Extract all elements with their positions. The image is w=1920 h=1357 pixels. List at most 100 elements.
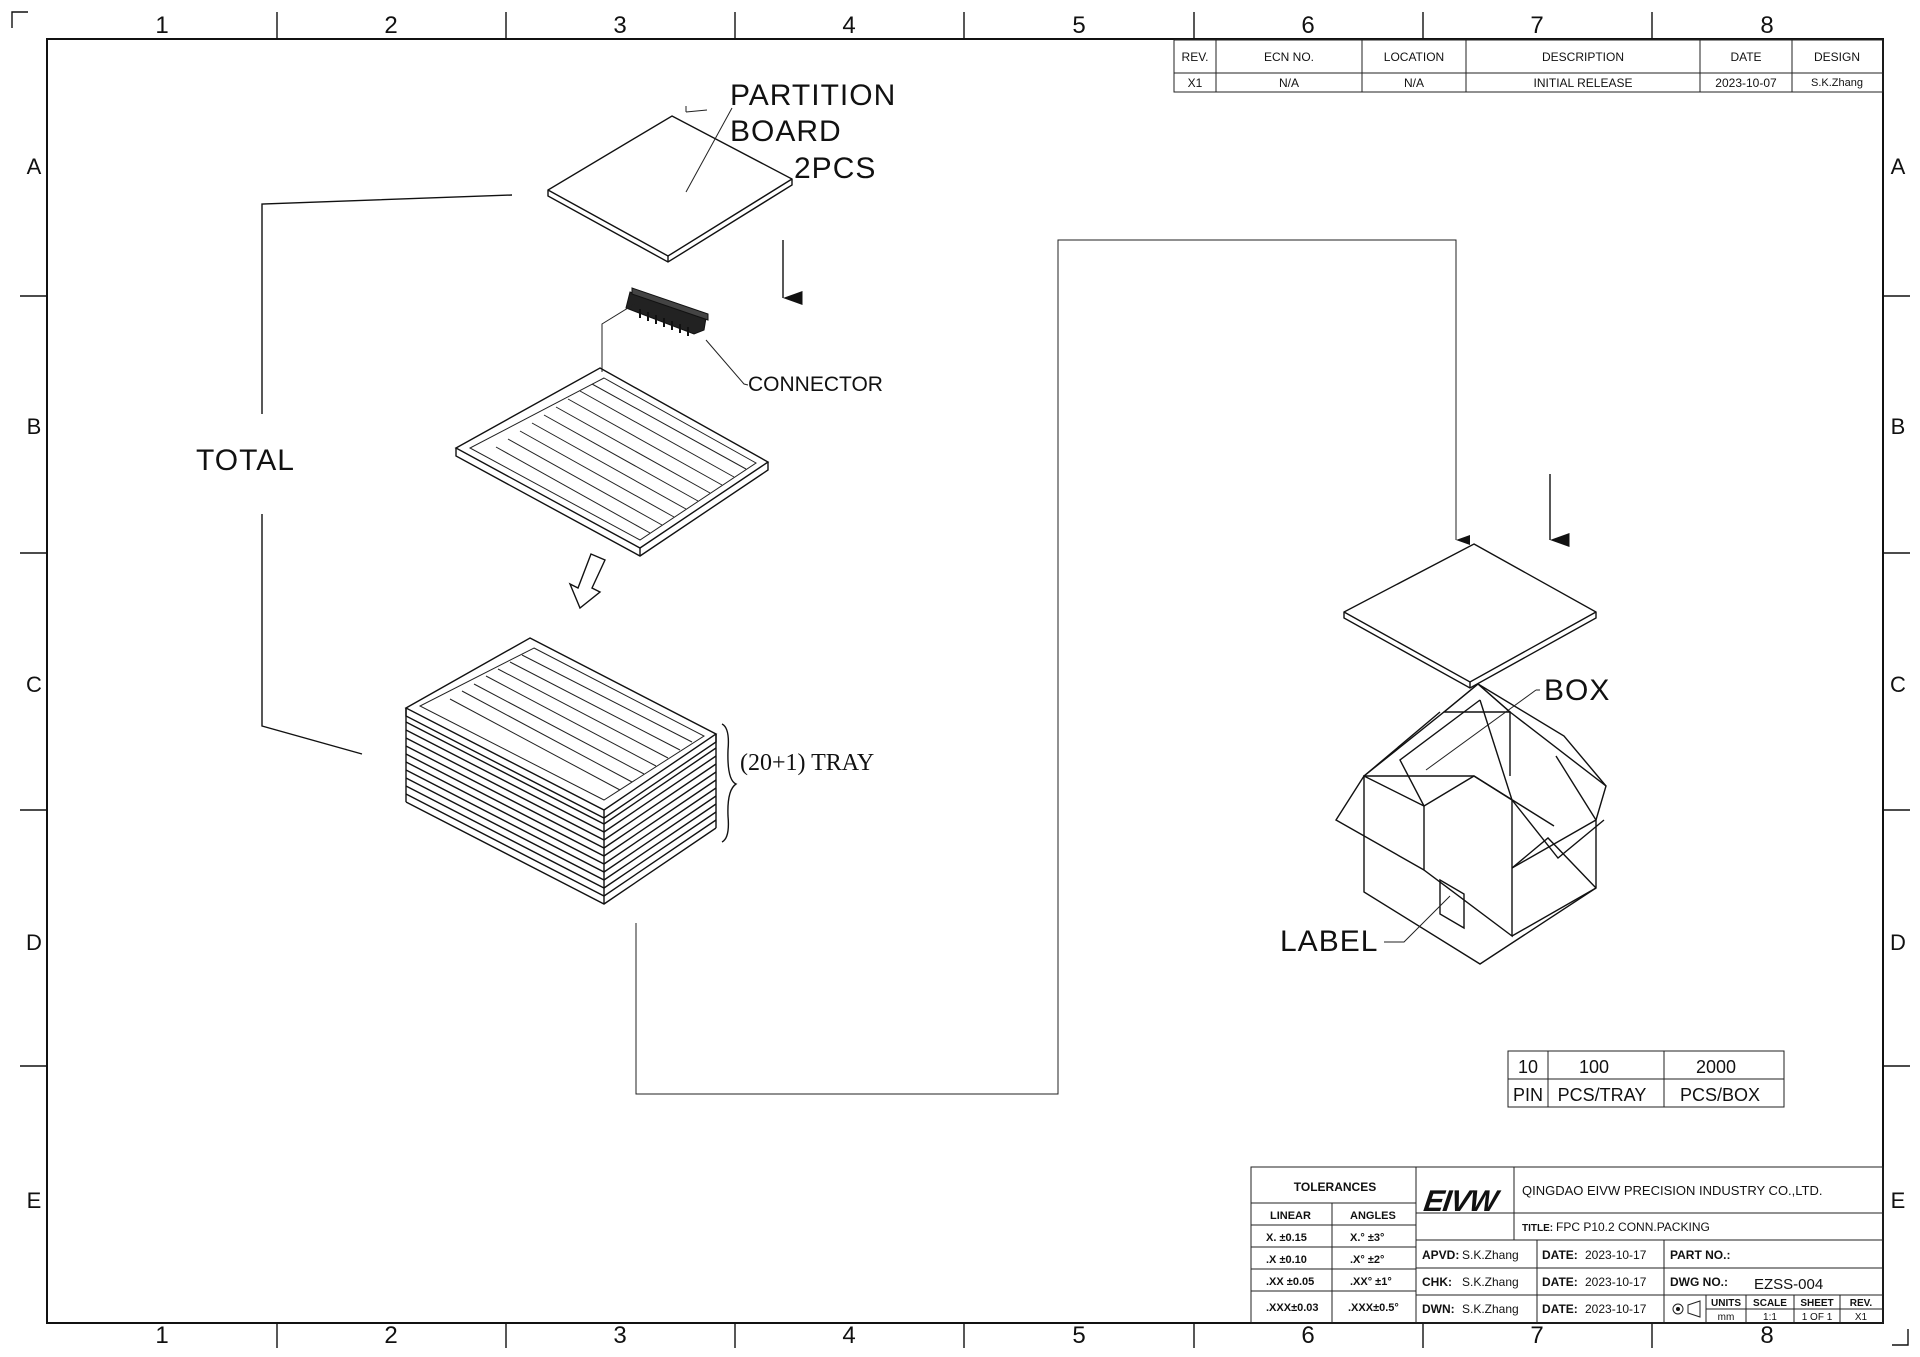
chk-value: S.K.Zhang xyxy=(1462,1275,1519,1289)
dwg-no-label: DWG NO.: xyxy=(1670,1275,1728,1289)
angle-tol-1: X.° ±3° xyxy=(1350,1232,1384,1244)
shipping-box xyxy=(1335,683,1607,965)
row-label-right-A: A xyxy=(1891,154,1906,179)
col-label-top-3: 3 xyxy=(613,12,626,39)
date-label-apvd: DATE: xyxy=(1542,1248,1578,1262)
rev-cell-description: INITIAL RELEASE xyxy=(1534,76,1633,90)
dwn-value: S.K.Zhang xyxy=(1462,1302,1519,1316)
partition-leader xyxy=(685,107,733,193)
qty-unit-pin: PIN xyxy=(1513,1085,1543,1105)
qty-value-tray: 100 xyxy=(1579,1057,1609,1077)
single-tray xyxy=(454,367,770,557)
col-label-top-5: 5 xyxy=(1072,12,1085,39)
drawing-frame xyxy=(46,38,1884,1324)
projection-symbol-icon xyxy=(1672,1300,1701,1318)
rev-header-description: DESCRIPTION xyxy=(1542,50,1624,64)
col-label-bottom-5: 5 xyxy=(1072,1322,1085,1349)
dwn-label: DWN: xyxy=(1422,1302,1455,1316)
units-value: mm xyxy=(1718,1312,1735,1323)
partition-label-line1: PARTITION xyxy=(730,79,896,112)
flow-line xyxy=(635,239,1470,1095)
col-label-bottom-2: 2 xyxy=(384,1322,397,1349)
col-label-bottom-6: 6 xyxy=(1301,1322,1314,1349)
title-block xyxy=(1250,1166,1884,1324)
date-label-dwn: DATE: xyxy=(1542,1302,1578,1316)
tolerances-title: TOLERANCES xyxy=(1294,1180,1376,1194)
row-label-left-E: E xyxy=(27,1188,42,1213)
row-label-left-B: B xyxy=(27,414,42,439)
title-value: FPC P10.2 CONN.PACKING xyxy=(1556,1220,1710,1234)
connector-leader xyxy=(705,339,749,386)
total-bracket-top xyxy=(261,194,513,414)
linear-tol-1: X. ±0.15 xyxy=(1266,1232,1307,1244)
col-label-top-8: 8 xyxy=(1760,12,1773,39)
connector-link-line xyxy=(601,302,637,372)
sheet-label: SHEET xyxy=(1800,1298,1833,1309)
qty-value-box: 2000 xyxy=(1696,1057,1736,1077)
date-value-chk: 2023-10-17 xyxy=(1585,1275,1647,1289)
rev-header-design: DESIGN xyxy=(1814,50,1860,64)
angles-header: ANGLES xyxy=(1350,1210,1396,1222)
col-label-bottom-7: 7 xyxy=(1530,1322,1543,1349)
partition-board-right xyxy=(1343,543,1597,689)
tray-label: (20+1) TRAY xyxy=(740,750,874,776)
connector-part xyxy=(625,287,709,336)
tray-brace xyxy=(721,723,738,843)
rev-cell-date: 2023-10-07 xyxy=(1715,76,1777,90)
col-label-bottom-4: 4 xyxy=(842,1322,855,1349)
company-name: QINGDAO EIVW PRECISION INDUSTRY CO.,LTD. xyxy=(1522,1183,1823,1198)
qty-value-pin: 10 xyxy=(1518,1057,1538,1077)
row-label-right-B: B xyxy=(1891,414,1906,439)
rev-header-date: DATE xyxy=(1730,50,1761,64)
scale-value: 1:1 xyxy=(1763,1312,1777,1323)
partition-label-line2: BOARD xyxy=(730,115,842,148)
row-label-left-A: A xyxy=(27,154,42,179)
partition-label-line3: 2PCS xyxy=(794,152,876,185)
row-label-right-E: E xyxy=(1891,1188,1906,1213)
total-label: TOTAL xyxy=(196,444,295,477)
qty-unit-tray: PCS/TRAY xyxy=(1558,1085,1647,1105)
row-label-right-D: D xyxy=(1890,930,1906,955)
total-bracket-bottom xyxy=(261,514,363,755)
linear-tol-2: .X ±0.10 xyxy=(1266,1254,1307,1266)
partition-board-top xyxy=(547,115,793,263)
angle-tol-3: .XX° ±1° xyxy=(1350,1276,1392,1288)
label-callout: LABEL xyxy=(1280,925,1378,958)
col-label-top-2: 2 xyxy=(384,12,397,39)
col-label-top-6: 6 xyxy=(1301,12,1314,39)
corner-mark-top-left xyxy=(11,11,28,28)
col-label-bottom-3: 3 xyxy=(613,1322,626,1349)
scale-label: SCALE xyxy=(1753,1298,1787,1309)
box-leader xyxy=(1425,689,1537,771)
rev-cell-design: S.K.Zhang xyxy=(1811,77,1863,89)
date-value-dwn: 2023-10-17 xyxy=(1585,1302,1647,1316)
revision-table: REV. ECN NO. LOCATION DESCRIPTION DATE D… xyxy=(1173,39,1884,93)
row-label-left-D: D xyxy=(26,930,42,955)
partition-leader-top xyxy=(685,109,708,113)
col-label-bottom-1: 1 xyxy=(155,1322,168,1349)
quantity-table: 10 100 2000 PIN PCS/TRAY PCS/BOX xyxy=(1507,1050,1785,1108)
col-label-top-7: 7 xyxy=(1530,12,1543,39)
date-label-chk: DATE: xyxy=(1542,1275,1578,1289)
hollow-arrow-down xyxy=(568,553,606,610)
zone-ticks xyxy=(20,12,1910,1348)
rev-value: X1 xyxy=(1855,1312,1868,1323)
chk-label: CHK: xyxy=(1422,1275,1452,1289)
company-logo: EIVW xyxy=(1422,1185,1503,1218)
dwg-no-value: EZSS-004 xyxy=(1754,1276,1823,1293)
qty-unit-box: PCS/BOX xyxy=(1680,1085,1760,1105)
date-value-apvd: 2023-10-17 xyxy=(1585,1248,1647,1262)
apvd-label: APVD: xyxy=(1422,1248,1459,1262)
apvd-value: S.K.Zhang xyxy=(1462,1248,1519,1262)
box-label: BOX xyxy=(1544,674,1610,707)
rev-label: REV. xyxy=(1850,1298,1873,1309)
corner-mark-bottom-right xyxy=(1892,1329,1909,1346)
tray-stack xyxy=(404,637,718,905)
col-label-top-4: 4 xyxy=(842,12,855,39)
rev-header-ecn: ECN NO. xyxy=(1264,50,1314,64)
rev-cell-ecn: N/A xyxy=(1279,76,1299,90)
linear-tol-4: .XXX±0.03 xyxy=(1266,1302,1319,1314)
angle-tol-2: .X° ±2° xyxy=(1350,1254,1384,1266)
col-label-top-1: 1 xyxy=(155,12,168,39)
